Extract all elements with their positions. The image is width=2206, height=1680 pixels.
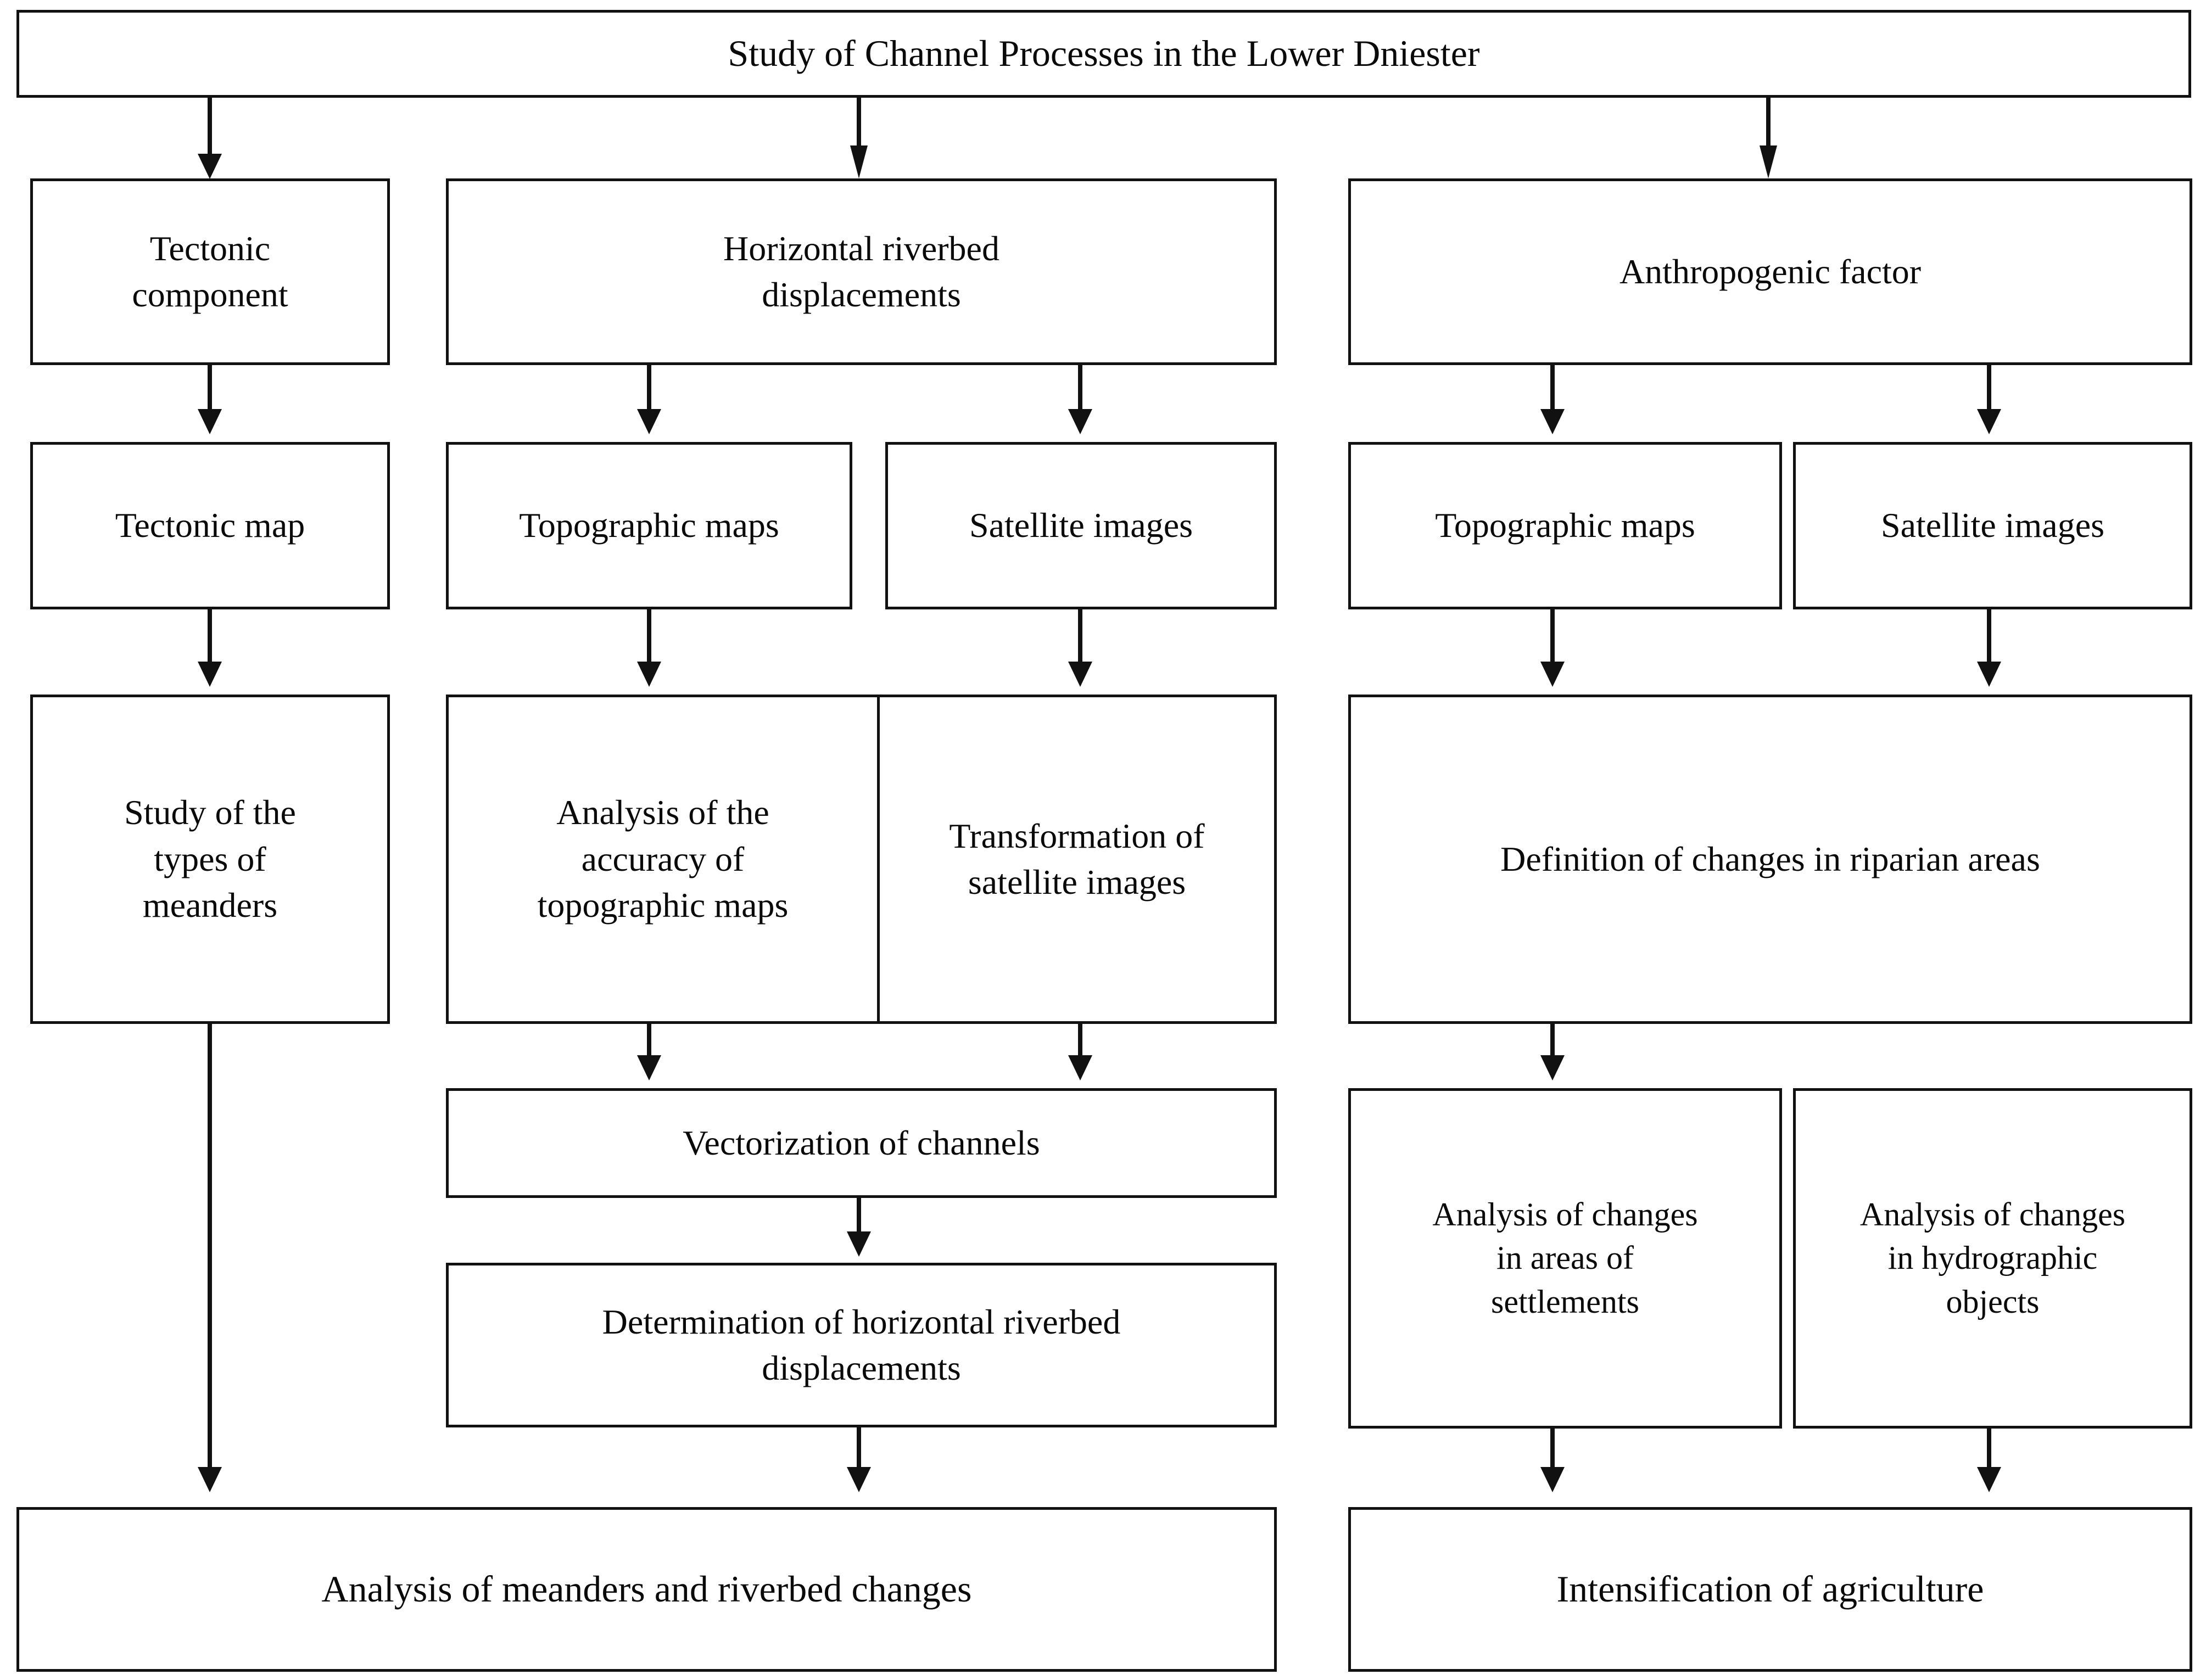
node-analysis-changes-settlements: Analysis of changes in areas of settleme… (1348, 1088, 1782, 1429)
edge-meander-types-to-analysis-line (208, 1024, 212, 1469)
node-study-meander-types: Study of the types of meanders (30, 695, 390, 1024)
node-satellite-images-middle: Satellite images (885, 442, 1277, 609)
edge-satellite-images-to-transformation-line (1078, 609, 1082, 662)
edge-horizontal-to-satellite-images-arrow (1068, 409, 1092, 434)
edge-anthropogenic-to-topographic-maps-line (1550, 365, 1555, 412)
edge-tectonic-map-to-meander-types-arrow (198, 662, 222, 687)
node-analysis-changes-hydrographic: Analysis of changes in hydrographic obje… (1793, 1088, 2192, 1429)
node-topographic-maps-right: Topographic maps (1348, 442, 1782, 609)
edge-horizontal-to-satellite-images-line (1078, 365, 1082, 412)
edge-transformation-to-vectorization-line (1078, 1024, 1082, 1057)
node-anthropogenic-factor: Anthropogenic factor (1348, 178, 2192, 365)
edge-vectorization-to-determination-arrow (847, 1231, 871, 1257)
edge-horizontal-to-topographic-maps-line (647, 365, 651, 412)
edge-anthropogenic-to-satellite-images-line (1987, 365, 1991, 412)
edge-accuracy-to-vectorization-line (647, 1024, 651, 1057)
edge-root-to-horizontal-displacements-arrow (850, 145, 868, 178)
edge-topographic-maps-to-accuracy-line (647, 609, 651, 662)
edge-tectonic-component-to-map-line (208, 365, 212, 412)
edge-root-to-anthropogenic-factor-line (1766, 98, 1771, 155)
node-root-title: Study of Channel Processes in the Lower … (16, 10, 2191, 98)
edge-meander-types-to-analysis-arrow (198, 1467, 222, 1492)
edge-topographic-maps-to-accuracy-arrow (637, 662, 661, 687)
node-satellite-images-right: Satellite images (1793, 442, 2192, 609)
node-intensification-of-agriculture: Intensification of agriculture (1348, 1507, 2192, 1672)
edge-determination-to-analysis-arrow (847, 1467, 871, 1492)
edge-satellite-images-right-to-definition-line (1987, 609, 1991, 662)
edge-hydrographic-to-intensification-arrow (1977, 1467, 2001, 1492)
edge-root-to-tectonic-component-arrow (198, 154, 222, 179)
node-analysis-meanders-riverbed-changes: Analysis of meanders and riverbed change… (16, 1507, 1277, 1672)
node-determination-horizontal-displacements: Determination of horizontal riverbed dis… (446, 1263, 1277, 1427)
edge-root-to-anthropogenic-factor-arrow (1760, 145, 1777, 178)
node-topographic-maps-middle: Topographic maps (446, 442, 852, 609)
edge-topographic-maps-right-to-definition-arrow (1540, 662, 1565, 687)
edge-hydrographic-to-intensification-line (1987, 1429, 1991, 1470)
node-tectonic-map: Tectonic map (30, 442, 390, 609)
node-horizontal-riverbed-displacements: Horizontal riverbed displacements (446, 178, 1277, 365)
edge-tectonic-component-to-map-arrow (198, 409, 222, 434)
edge-horizontal-to-topographic-maps-arrow (637, 409, 661, 434)
edge-settlements-to-intensification-arrow (1540, 1467, 1565, 1492)
edge-anthropogenic-to-topographic-maps-arrow (1540, 409, 1565, 434)
edge-satellite-images-right-to-definition-arrow (1977, 662, 2001, 687)
edge-anthropogenic-to-satellite-images-arrow (1977, 409, 2001, 434)
node-analysis-accuracy-topographic-maps: Analysis of the accuracy of topographic … (446, 695, 880, 1024)
edge-satellite-images-to-transformation-arrow (1068, 662, 1092, 687)
edge-definition-to-settlements-arrow (1540, 1055, 1565, 1080)
edge-transformation-to-vectorization-arrow (1068, 1055, 1092, 1080)
node-definition-changes-riparian-areas: Definition of changes in riparian areas (1348, 695, 2192, 1024)
node-transformation-satellite-images: Transformation of satellite images (877, 695, 1277, 1024)
edge-determination-to-analysis-line (857, 1427, 861, 1469)
node-vectorization-of-channels: Vectorization of channels (446, 1088, 1277, 1198)
edge-settlements-to-intensification-line (1550, 1429, 1555, 1470)
edge-topographic-maps-right-to-definition-line (1550, 609, 1555, 662)
edge-root-to-horizontal-displacements-line (857, 98, 861, 155)
node-tectonic-component: Tectonic component (30, 178, 390, 365)
edge-root-to-tectonic-component-line (208, 98, 212, 155)
edge-tectonic-map-to-meander-types-line (208, 609, 212, 662)
edge-accuracy-to-vectorization-arrow (637, 1055, 661, 1080)
edge-vectorization-to-determination-line (857, 1198, 861, 1234)
edge-definition-to-settlements-line (1550, 1024, 1555, 1057)
